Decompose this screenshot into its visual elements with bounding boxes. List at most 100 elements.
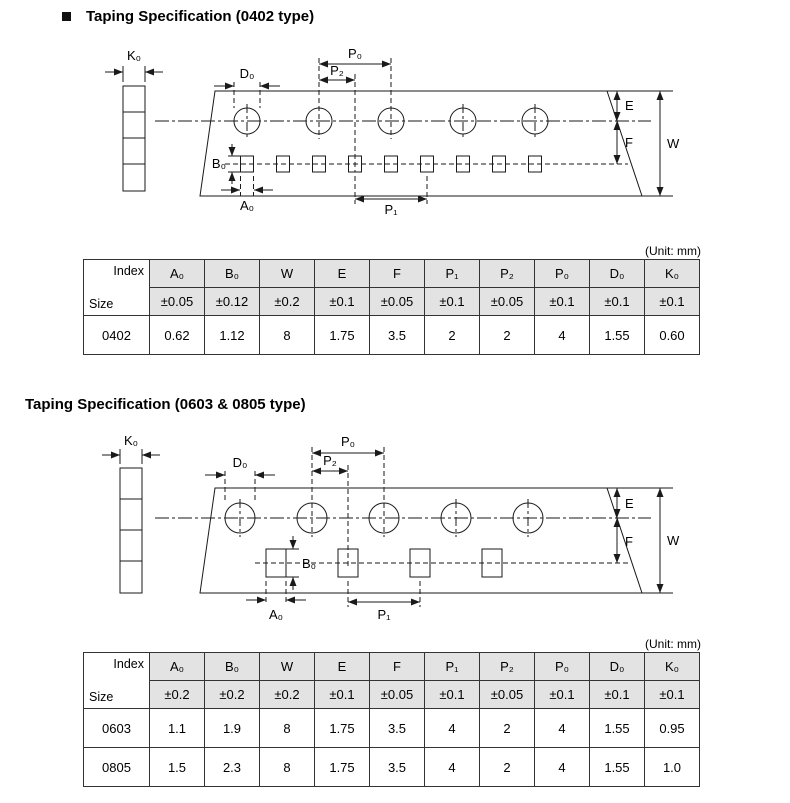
value-cell: 2 (479, 747, 535, 787)
table-row: 0805 1.5 2.3 8 1.75 3.5 4 2 4 1.55 1.0 (83, 747, 700, 787)
tolerance-cell: ±0.2 (259, 287, 315, 316)
tolerance-cell: ±0.1 (644, 287, 700, 316)
tolerance-cell: ±0.1 (534, 287, 590, 316)
column-header: F (369, 652, 425, 681)
tolerance-row: ±0.05 ±0.12 ±0.2 ±0.1 ±0.05 ±0.1 ±0.05 ±… (84, 287, 700, 316)
value-cell: 1.75 (314, 315, 370, 355)
tolerance-cell: ±0.1 (424, 680, 480, 709)
value-cell: 4 (534, 315, 590, 355)
corner-index-label: Index (113, 657, 144, 671)
size-cell: 0805 (83, 747, 150, 787)
value-cell: 4 (424, 708, 480, 748)
value-cell: 1.55 (589, 747, 645, 787)
corner-cell: Index Size (83, 259, 150, 316)
corner-index-label: Index (113, 264, 144, 278)
tolerance-cell: ±0.05 (479, 680, 535, 709)
value-cell: 1.55 (589, 315, 645, 355)
column-header: B₀ (204, 652, 260, 681)
column-header: E (314, 259, 370, 288)
value-cell: 1.75 (314, 708, 370, 748)
label-w: W (667, 533, 680, 548)
label-a0: A₀ (240, 198, 254, 213)
value-cell: 3.5 (369, 315, 425, 355)
tolerance-cell: ±0.1 (534, 680, 590, 709)
tolerance-cell: ±0.12 (204, 287, 260, 316)
section1-title: Taping Specification (0402 type) (86, 8, 315, 25)
label-p0: P₀ (348, 46, 362, 61)
value-cell: 4 (534, 747, 590, 787)
diagram1-linework (105, 58, 673, 204)
section1-heading: Taping Specification (0402 type) (62, 8, 314, 25)
column-header: B₀ (204, 259, 260, 288)
label-f: F (625, 135, 633, 150)
value-cell: 2 (424, 315, 480, 355)
value-cell: 8 (259, 747, 315, 787)
value-cell: 8 (259, 708, 315, 748)
tolerance-cell: ±0.1 (314, 680, 370, 709)
bullet-square-icon (62, 12, 71, 21)
value-cell: 4 (424, 747, 480, 787)
column-header: K₀ (644, 259, 700, 288)
tolerance-cell: ±0.1 (589, 287, 645, 316)
value-cell: 2.3 (204, 747, 260, 787)
label-p2: P₂ (323, 453, 337, 468)
section2-title: Taping Specification (0603 & 0805 type) (25, 396, 306, 413)
column-header: D₀ (589, 652, 645, 681)
label-d0: D₀ (233, 455, 248, 470)
column-header: W (259, 259, 315, 288)
tolerance-row: ±0.2 ±0.2 ±0.2 ±0.1 ±0.05 ±0.1 ±0.05 ±0.… (84, 680, 700, 709)
section2-heading: Taping Specification (0603 & 0805 type) (25, 396, 306, 413)
column-header: W (259, 652, 315, 681)
tolerance-cell: ±0.2 (259, 680, 315, 709)
value-cell: 1.1 (149, 708, 205, 748)
size-cell: 0402 (83, 315, 150, 355)
label-k0: K₀ (127, 48, 141, 63)
header-row: Index Size A₀ B₀ W E F P₁ P₂ P₀ D₀ K₀ (83, 652, 700, 709)
value-cell: 2 (479, 315, 535, 355)
label-b0: B₀ (302, 556, 316, 571)
corner-size-label: Size (89, 297, 114, 311)
spec-table-0402: Index Size A₀ B₀ W E F P₁ P₂ P₀ D₀ K₀ ±0… (83, 259, 700, 355)
diagram2-linework (102, 447, 673, 607)
label-e: E (625, 496, 634, 511)
label-f: F (625, 534, 633, 549)
column-header: A₀ (149, 259, 205, 288)
label-p1: P₁ (377, 607, 391, 622)
corner-cell: Index Size (83, 652, 150, 709)
label-e: E (625, 98, 634, 113)
value-cell: 2 (479, 708, 535, 748)
column-header: P₀ (534, 652, 590, 681)
column-header: K₀ (644, 652, 700, 681)
value-cell: 3.5 (369, 747, 425, 787)
value-cell: 3.5 (369, 708, 425, 748)
value-cell: 1.12 (204, 315, 260, 355)
size-cell: 0603 (83, 708, 150, 748)
diagram1-labels: K₀ D₀ P₀ P₂ B₀ A₀ P₁ E F W (127, 46, 680, 217)
label-d0: D₀ (240, 66, 255, 81)
tolerance-cell: ±0.1 (424, 287, 480, 316)
column-header: F (369, 259, 425, 288)
unit-note: (Unit: mm) (645, 244, 701, 258)
label-b0: B₀ (212, 156, 226, 171)
taping-diagram-0603-0805: K₀ D₀ P₀ P₂ B₀ A₀ P₁ E F W (102, 433, 680, 622)
label-k0: K₀ (124, 433, 138, 448)
tolerance-cell: ±0.2 (204, 680, 260, 709)
tolerance-cell: ±0.05 (369, 287, 425, 316)
tolerance-cell: ±0.1 (589, 680, 645, 709)
value-cell: 0.60 (644, 315, 700, 355)
label-a0: A₀ (269, 607, 283, 622)
tape-outline (199, 90, 643, 197)
value-cell: 8 (259, 315, 315, 355)
column-header: A₀ (149, 652, 205, 681)
spec-table-0603-0805: Index Size A₀ B₀ W E F P₁ P₂ P₀ D₀ K₀ ±0… (83, 652, 700, 787)
column-header: P₂ (479, 259, 535, 288)
value-cell: 0.95 (644, 708, 700, 748)
tolerance-cell: ±0.05 (479, 287, 535, 316)
diagram2-labels: K₀ D₀ P₀ P₂ B₀ A₀ P₁ E F W (124, 433, 680, 622)
header-row: Index Size A₀ B₀ W E F P₁ P₂ P₀ D₀ K₀ (83, 259, 700, 316)
value-cell: 1.75 (314, 747, 370, 787)
value-cell: 1.9 (204, 708, 260, 748)
tolerance-cell: ±0.1 (644, 680, 700, 709)
tolerance-cell: ±0.05 (149, 287, 205, 316)
